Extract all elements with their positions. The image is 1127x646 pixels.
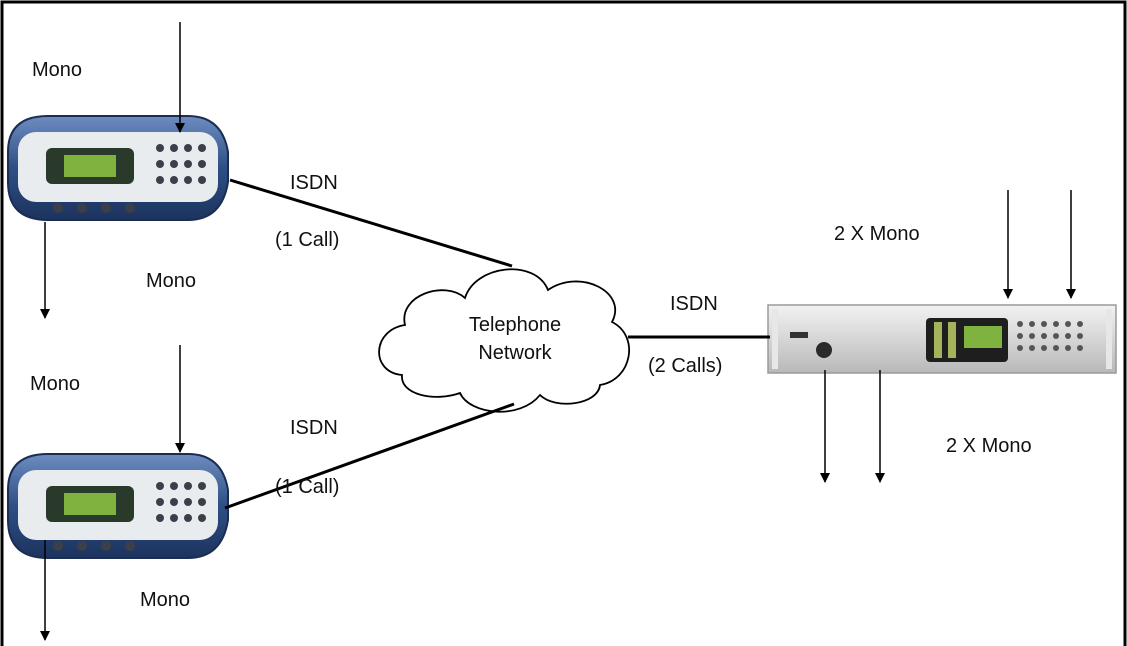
- label-link-top-type: ISDN: [290, 172, 338, 194]
- codec-bottom: [7, 453, 229, 559]
- label-bottom-out: Mono: [140, 589, 190, 611]
- label-link-bottom-type: ISDN: [290, 417, 338, 439]
- label-link-rack-type: ISDN: [670, 293, 718, 315]
- codec-top: [7, 115, 229, 221]
- label-rack-in: 2 X Mono: [834, 223, 920, 245]
- isdn-link-bottom: [224, 402, 515, 510]
- label-rack-out: 2 X Mono: [946, 435, 1032, 457]
- rack-codec: [767, 304, 1117, 374]
- label-link-top-calls: (1 Call): [275, 229, 339, 251]
- isdn-link-top: [229, 178, 513, 268]
- label-link-bottom-calls: (1 Call): [275, 476, 339, 498]
- cloud-label-line2: Network: [478, 342, 552, 364]
- label-top-out: Mono: [146, 270, 196, 292]
- label-link-rack-calls: (2 Calls): [648, 355, 722, 377]
- label-bottom-in: Mono: [30, 373, 80, 395]
- cloud-label-line1: Telephone: [469, 314, 561, 336]
- rack-lcd-screen: [964, 326, 1002, 348]
- label-top-in: Mono: [32, 59, 82, 81]
- telephone-network-cloud: [378, 268, 630, 413]
- lcd-screen: [64, 493, 116, 515]
- lcd-screen: [64, 155, 116, 177]
